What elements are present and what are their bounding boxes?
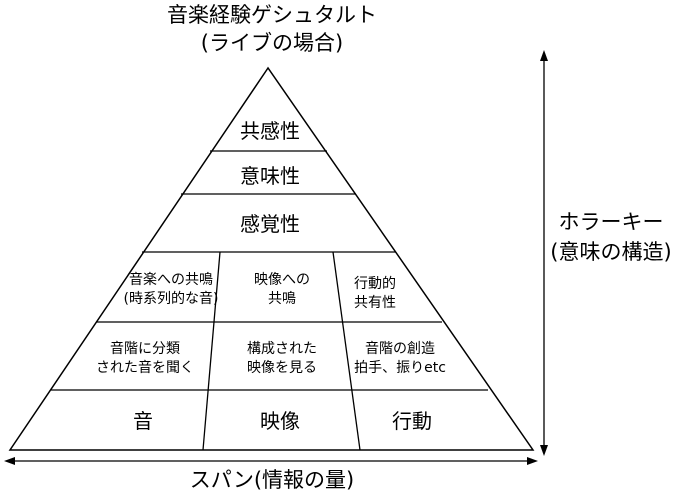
- upper-right-line-2: 共有性: [354, 295, 396, 311]
- tier-meaning: 意味性: [240, 164, 300, 188]
- upper-left-line-2: (時系列的な音): [124, 290, 219, 307]
- upper-center-line-2: 共鳴: [268, 291, 296, 307]
- horizontal-axis-arrow-right-icon: [527, 457, 538, 465]
- vertical-axis-label-line-1: ホラーキー: [559, 210, 664, 234]
- pyramid-outline: [8, 66, 535, 451]
- vertical-axis-arrow-down-icon: [540, 445, 548, 456]
- middle-center-line-2: 映像を見る: [247, 360, 317, 376]
- column-divider-right: [332, 251, 361, 451]
- tier-empathy: 共感性: [240, 119, 300, 143]
- middle-left-line-2: された音を聞く: [96, 359, 194, 376]
- upper-left-line-1: 音楽への共鳴: [129, 271, 213, 288]
- column-divider-left: [202, 251, 221, 451]
- base-action: 行動: [392, 409, 432, 433]
- vertical-axis-label-line-2: (意味の構造): [550, 240, 671, 264]
- middle-center-line-1: 構成された: [247, 341, 317, 357]
- tier-sensation: 感覚性: [240, 212, 300, 236]
- middle-left-line-1: 音階に分類: [110, 340, 180, 357]
- title-line-1: 音楽経験ゲシュタルト: [167, 3, 377, 27]
- horizontal-axis-label: スパン(情報の量): [190, 468, 354, 492]
- vertical-axis-arrow-up-icon: [540, 50, 548, 61]
- middle-right-line-1: 音階の創造: [365, 340, 435, 357]
- title-line-2: (ライブの場合): [201, 31, 343, 55]
- horizontal-axis-arrow-left-icon: [4, 457, 15, 465]
- base-sound: 音: [133, 409, 153, 433]
- upper-center-line-1: 映像への: [254, 272, 310, 288]
- base-video: 映像: [260, 409, 300, 433]
- upper-right-line-1: 行動的: [354, 276, 396, 292]
- middle-right-line-2: 拍手、振りetc: [354, 360, 446, 376]
